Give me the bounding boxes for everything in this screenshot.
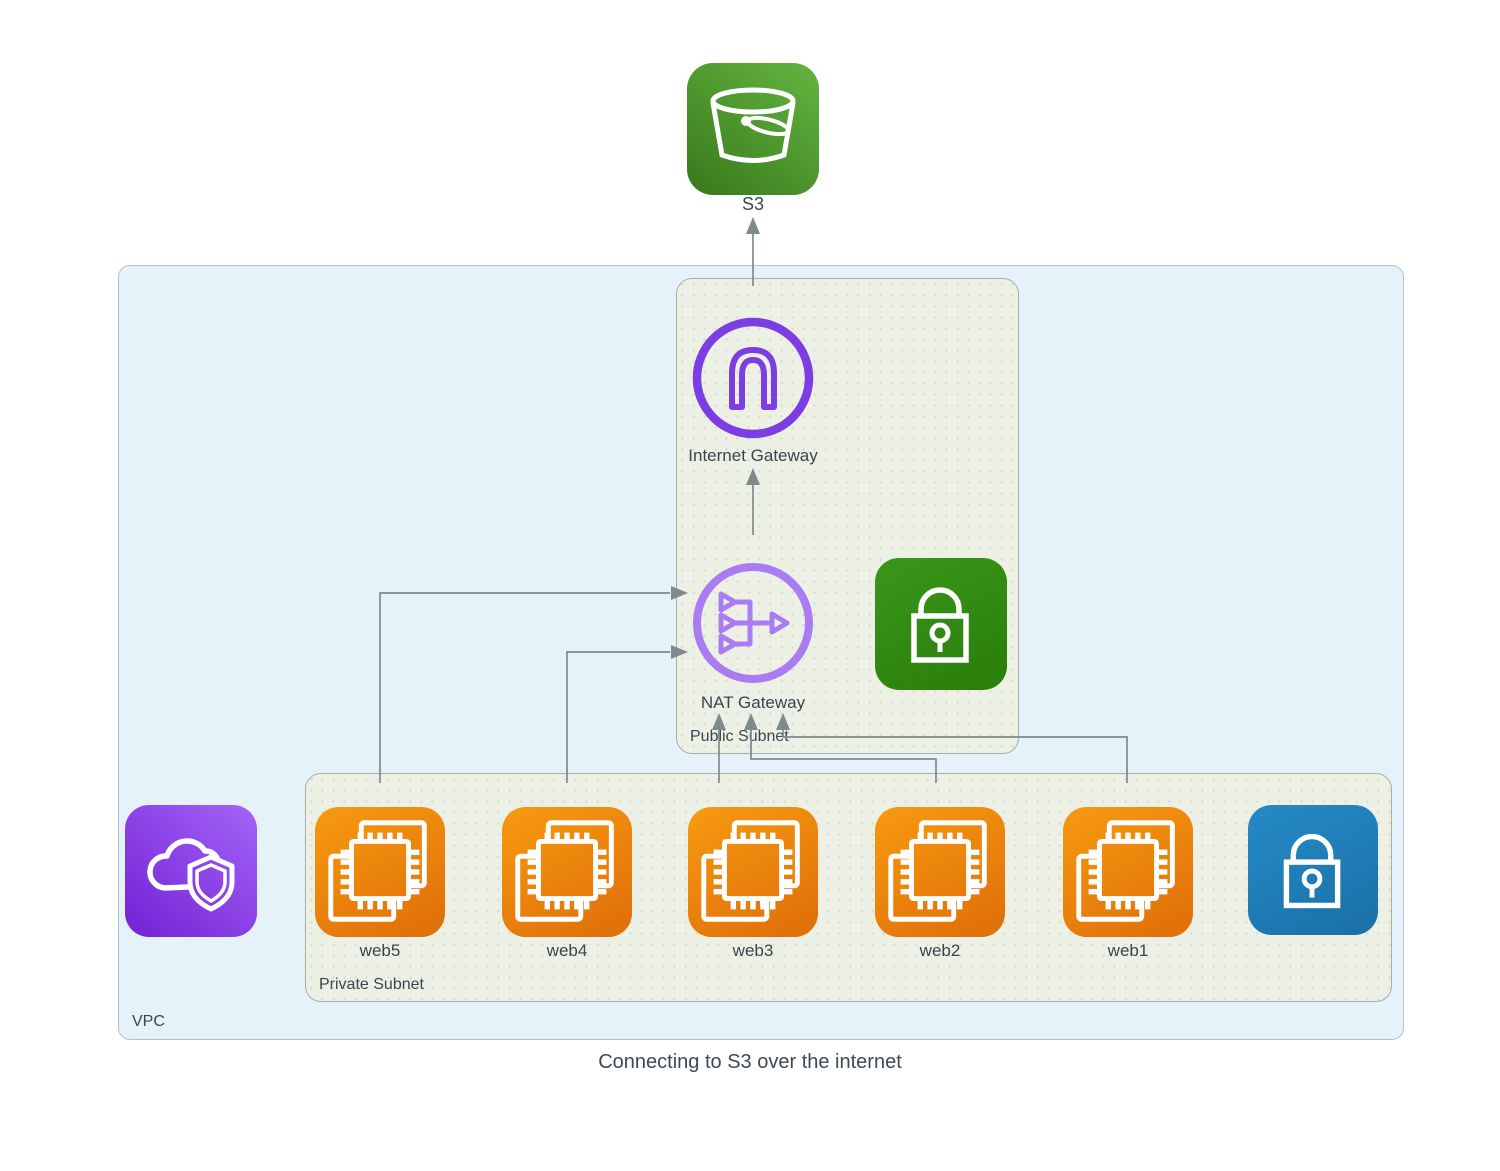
internet-gateway-icon <box>692 317 814 439</box>
cloud-shield-icon <box>125 805 257 937</box>
instance-label: web5 <box>359 941 401 960</box>
private-subnet-label: Private Subnet <box>319 976 424 993</box>
private-subnet-container: Private Subnet <box>305 773 1392 1002</box>
diagram-caption: Connecting to S3 over the internet <box>598 1051 902 1073</box>
s3-label: S3 <box>741 194 765 214</box>
instance-label: web1 <box>1107 941 1149 960</box>
instance-label: web3 <box>732 941 774 960</box>
nat-gateway-label: NAT Gateway <box>700 693 806 712</box>
nat-gateway-icon <box>693 563 813 683</box>
s3-bucket-icon <box>687 63 819 195</box>
ec2-instance-icon <box>1063 807 1193 937</box>
security-lock-blue-icon <box>1248 805 1378 935</box>
ec2-instance-icon <box>315 807 445 937</box>
security-lock-green-icon <box>875 558 1007 690</box>
instance-label: web4 <box>546 941 588 960</box>
public-subnet-label: Public Subnet <box>690 728 789 745</box>
arrowhead <box>746 217 760 234</box>
ec2-instance-icon <box>688 807 818 937</box>
vpc-label: VPC <box>132 1013 165 1030</box>
ec2-instance-icon <box>502 807 632 937</box>
ec2-instance-icon <box>875 807 1005 937</box>
instance-label: web2 <box>919 941 961 960</box>
internet-gateway-label: Internet Gateway <box>688 446 818 465</box>
